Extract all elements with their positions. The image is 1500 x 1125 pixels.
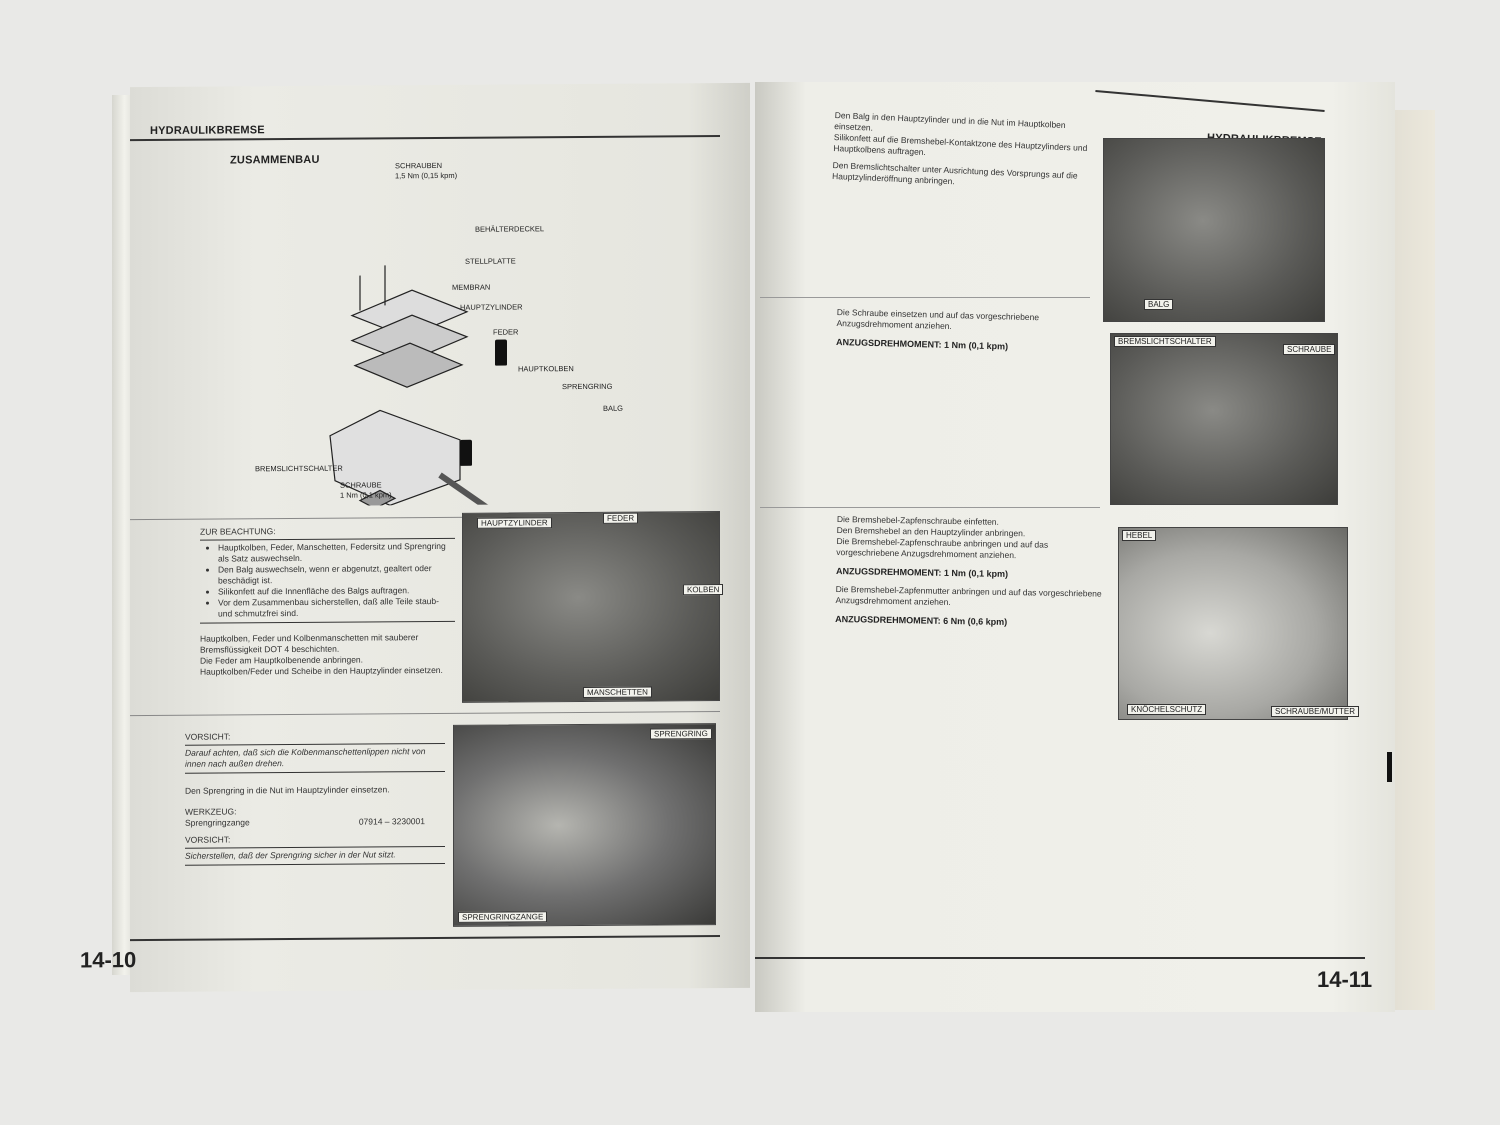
text-block: Den Balg in den Hauptzylinder und in die… xyxy=(832,110,1095,193)
note-item: Den Balg auswechseln, wenn er abgenutzt,… xyxy=(218,563,455,587)
photo-label: BALG xyxy=(1144,299,1174,310)
exploded-diagram xyxy=(300,173,660,547)
section-title: ZUSAMMENBAU xyxy=(230,153,320,167)
label-hauptzylinder: HAUPTZYLINDER xyxy=(460,302,523,312)
photo-snap-ring-install: SPRENGRING SPRENGRINGZANGE xyxy=(453,723,716,927)
photo-label: SCHRAUBE xyxy=(1283,344,1336,355)
photo-label: KOLBEN xyxy=(683,584,724,596)
page-number: 14-11 xyxy=(1317,967,1373,992)
photo-brake-light-switch: BREMSLICHTSCHALTER SCHRAUBE xyxy=(1110,333,1338,505)
caution-title: VORSICHT: xyxy=(185,731,231,742)
label-bremslichtschalter: BREMSLICHTSCHALTER xyxy=(255,463,343,474)
photo-brake-lever: HEBEL KNÖCHELSCHUTZ SCHRAUBE/MUTTER xyxy=(1118,527,1360,720)
note-box: ZUR BEACHTUNG: Hauptkolben, Feder, Mansc… xyxy=(200,525,455,678)
photo-label: KNÖCHELSCHUTZ xyxy=(1127,704,1207,715)
brake-fluid-icon xyxy=(460,439,472,466)
caution-text: Darauf achten, daß sich die Kolbenmansch… xyxy=(185,746,426,769)
right-page: HYDRAULIKBREMSE Den Balg in den Hauptzyl… xyxy=(755,82,1395,1012)
page-header: HYDRAULIKBREMSE xyxy=(150,124,265,138)
master-cylinder-diagram xyxy=(329,265,588,547)
label-behaelterdeckel: BEHÄLTERDECKEL xyxy=(475,224,545,234)
paragraph: Die Bremshebel-Zapfenmutter anbringen un… xyxy=(835,583,1102,607)
tool-number: 07914 – 3230001 xyxy=(358,816,425,827)
photo-label: HEBEL xyxy=(1122,530,1157,541)
paragraph: Hauptkolben/Feder und Scheibe in den Hau… xyxy=(200,664,443,677)
label-schrauben-torque: 1,5 Nm (0,15 kpm) xyxy=(395,170,458,181)
text-block: Die Bremshebel-Zapfenschraube einfetten.… xyxy=(835,514,1107,629)
text-block: Die Schraube einsetzen und auf das vorge… xyxy=(836,307,1092,354)
photo-label: HAUPTZYLINDER xyxy=(477,517,552,529)
paragraph: Den Sprengring in die Nut im Hauptzylind… xyxy=(185,784,390,796)
label-hauptkolben: HAUPTKOLBEN xyxy=(518,364,574,374)
photo-label: SCHRAUBE/MUTTER xyxy=(1271,706,1360,717)
label-schraube-torque: 1 Nm (0,1 kpm) xyxy=(340,490,392,500)
paragraph: Die Bremshebel-Zapfenschraube anbringen … xyxy=(836,535,1049,561)
note-title: ZUR BEACHTUNG: xyxy=(200,526,276,537)
caution-text: Sicherstellen, daß der Sprengring sicher… xyxy=(185,849,396,861)
torque-spec: ANZUGSDREHMOMENT: 6 Nm (0,6 kpm) xyxy=(835,613,1008,627)
tool-name: Sprengringzange xyxy=(185,817,250,828)
note-item: Vor dem Zusammenbau sicherstellen, daß a… xyxy=(218,596,455,620)
photo-label: FEDER xyxy=(603,512,639,524)
label-membran: MEMBRAN xyxy=(452,282,491,292)
label-balg: BALG xyxy=(603,403,624,413)
caution-section: VORSICHT: Darauf achten, daß sich die Ko… xyxy=(185,730,445,869)
note-item: Hauptkolben, Feder, Manschetten, Federsi… xyxy=(218,541,455,565)
label-schrauben: SCHRAUBEN xyxy=(395,160,443,171)
torque-spec: ANZUGSDREHMOMENT: 1 Nm (0,1 kpm) xyxy=(835,565,1009,579)
photo-label: MANSCHETTEN xyxy=(583,686,652,699)
section-tab-mark xyxy=(1387,752,1392,782)
label-feder: FEDER xyxy=(493,327,519,337)
page-edges-right xyxy=(1390,110,1435,1010)
left-page: HYDRAULIKBREMSE ZUSAMMENBAU SCHRAUBEN 1,… xyxy=(80,82,750,993)
photo-master-cylinder-parts: HAUPTZYLINDER FEDER KOLBEN MANSCHETTEN xyxy=(462,511,724,703)
page-number: 14-10 xyxy=(80,947,137,973)
paragraph: Hauptkolben, Feder und Kolbenmanschetten… xyxy=(200,632,419,655)
paragraph: Den Bremslichtschalter unter Ausrichtung… xyxy=(831,159,1078,187)
caution-title: VORSICHT: xyxy=(185,834,231,845)
photo-label: BREMSLICHTSCHALTER xyxy=(1114,336,1216,347)
brake-fluid-icon xyxy=(495,339,507,366)
label-stellplatte: STELLPLATTE xyxy=(465,256,516,266)
paragraph: Die Schraube einsetzen und auf das vorge… xyxy=(836,307,1040,332)
photo-bellows: BALG xyxy=(1103,138,1325,322)
photo-label: SPRENGRING xyxy=(650,728,712,740)
torque-spec: ANZUGSDREHMOMENT: 1 Nm (0,1 kpm) xyxy=(835,336,1009,352)
label-schraube: SCHRAUBE xyxy=(340,480,382,490)
photo-label: SPRENGRINGZANGE xyxy=(458,911,548,923)
label-sprengring: SPRENGRING xyxy=(562,381,613,392)
